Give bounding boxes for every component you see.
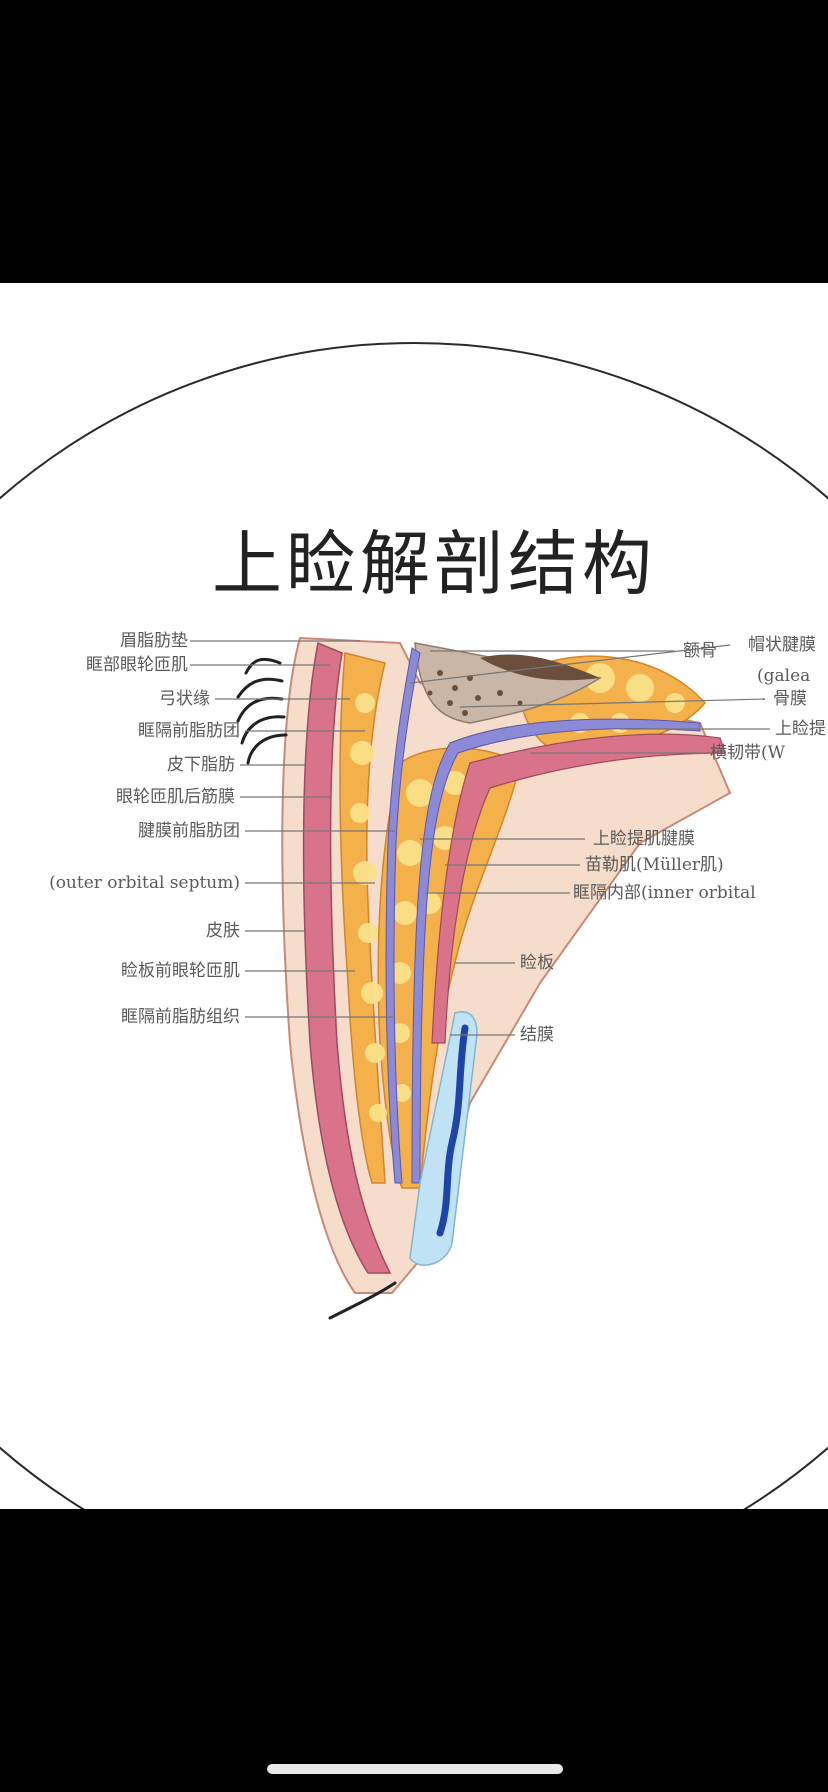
label-whitnall: 横韧带(W [710,743,786,763]
label-muller: 苗勒肌(Müller肌) [585,855,724,875]
label-frontal-bone: 额骨 [683,641,717,661]
page-title: 上睑解剖结构 [212,523,656,605]
orbital-septum [385,647,421,1184]
label-preaponeurotic-fat: 腱膜前脂肪团 [138,821,240,841]
content-panel: 上睑解剖结构 [0,283,828,1509]
eyelash [328,1281,397,1320]
eyelid-diagram [190,636,770,1320]
label-conjunctiva: 结膜 [520,1025,554,1045]
label-preseptal-fat-pad: 眶隔前脂肪团 [138,721,240,741]
label-pretarsal-orbicularis: 睑板前眼轮匝肌 [121,961,240,981]
levator-aponeurosis [411,718,701,1184]
label-skin: 皮肤 [206,921,240,941]
label-preseptal-fat-tissue: 眶隔前脂肪组织 [121,1007,240,1027]
home-indicator[interactable] [267,1764,563,1774]
label-inner-septum: 眶隔内部(inner orbital [573,883,756,903]
orbicularis-muscle [302,641,392,1274]
leader-lines [190,640,770,1036]
circle-outline [0,342,828,1509]
label-arcus-marginalis: 弓状缘 [159,689,210,709]
label-levator-aponeurosis: 上睑提肌腱膜 [593,829,695,849]
label-subcutaneous-fat: 皮下脂肪 [167,755,235,775]
levator-muscle [431,733,726,1044]
label-roof-fascia: 眼轮匝肌后筋膜 [116,787,235,807]
meibomian-gland [436,1024,469,1237]
label-brow-fat-pad: 眉脂肪垫 [120,631,188,651]
label-outer-septum: (outer orbital septum) [49,873,240,893]
label-orbital-orbicularis: 眶部眼轮匝肌 [86,655,188,675]
label-tarsus: 睑板 [520,953,554,973]
frontal-bone [414,642,603,724]
label-periosteum: 骨膜 [773,689,807,709]
label-galea-en: (galea [757,666,811,686]
label-levator-partial: 上睑提 [775,719,826,739]
bone-spots [427,670,523,716]
label-galea-cn: 帽状腱膜 [748,635,816,655]
brow-hairs [236,657,288,765]
